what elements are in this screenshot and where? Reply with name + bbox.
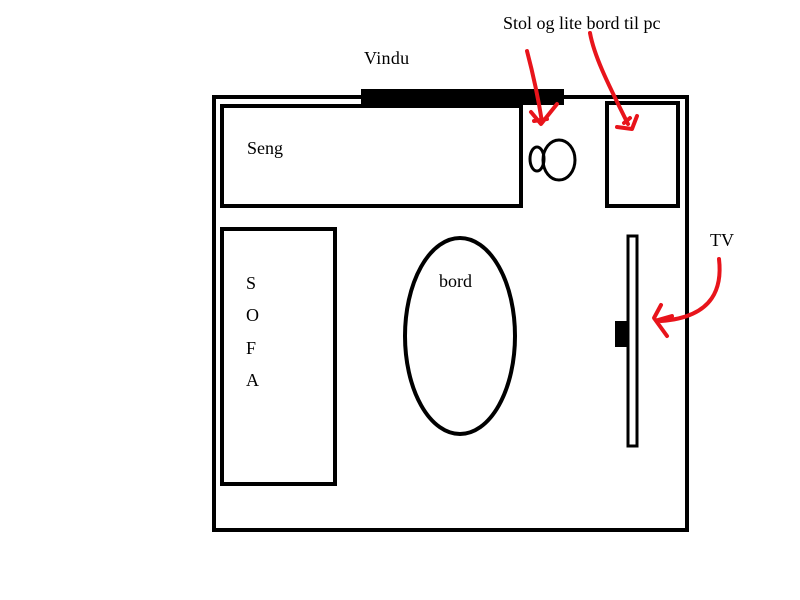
chair xyxy=(528,138,577,182)
arrow-to-chair-head xyxy=(529,102,559,126)
arrow-to-pc-table-head xyxy=(615,114,639,131)
annotation-arrows xyxy=(525,31,722,338)
window-label: Vindu xyxy=(364,48,410,68)
sofa-label-letter: A xyxy=(246,370,259,390)
arrow-to-tv xyxy=(659,257,722,323)
arrow-to-chair xyxy=(525,49,544,124)
arrow-to-pc-table xyxy=(588,31,630,126)
table xyxy=(403,236,517,436)
window xyxy=(361,89,564,105)
room-outline xyxy=(212,95,689,532)
tv-label: TV xyxy=(710,230,734,250)
arrow-to-tv-head xyxy=(652,303,674,338)
bed xyxy=(220,104,523,208)
sofa-label-letter: S xyxy=(246,273,257,293)
sofa-label-letter: F xyxy=(246,338,257,358)
small-pc-table xyxy=(605,101,680,208)
table-label: bord xyxy=(439,271,472,291)
bed-label: Seng xyxy=(247,138,283,158)
tv xyxy=(615,234,639,448)
chair-table-label: Stol og lite bord til pc xyxy=(503,13,661,33)
sofa-label-letter: O xyxy=(246,305,259,325)
sofa xyxy=(220,227,337,486)
